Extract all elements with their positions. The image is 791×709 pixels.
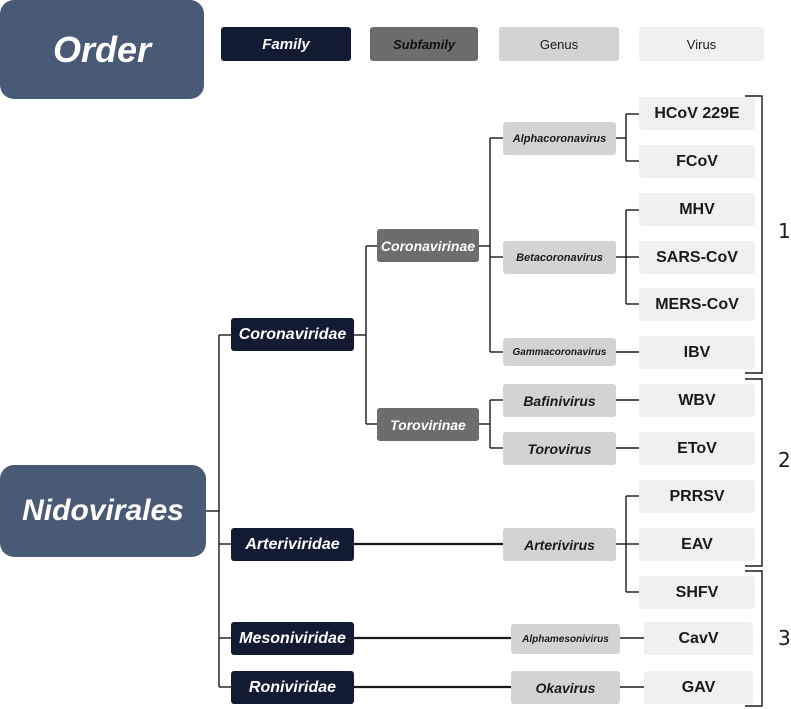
virus-node: EAV xyxy=(639,528,755,561)
virus-node: HCoV 229E xyxy=(639,97,755,130)
virus-node: MERS-CoV xyxy=(639,288,755,321)
order-node: Nidovirales xyxy=(0,465,206,557)
family-node: Arteriviridae xyxy=(231,528,354,561)
legend-virus: Virus xyxy=(639,27,764,61)
virus-node: PRRSV xyxy=(639,480,755,513)
genus-node: Okavirus xyxy=(511,671,620,704)
genus-node: Alphacoronavirus xyxy=(503,122,616,155)
family-node: Mesoniviridae xyxy=(231,622,354,655)
virus-node: MHV xyxy=(639,193,755,226)
group-label: 3 xyxy=(778,626,791,650)
virus-node: SARS-CoV xyxy=(639,241,755,274)
subfamily-node: Coronavirinae xyxy=(377,229,479,262)
genus-node: Bafinivirus xyxy=(503,384,616,417)
family-node: Roniviridae xyxy=(231,671,354,704)
subfamily-node: Torovirinae xyxy=(377,408,479,441)
genus-node: Alphamesonivirus xyxy=(511,624,620,654)
legend-genus: Genus xyxy=(499,27,619,61)
virus-node: GAV xyxy=(644,671,753,704)
family-node: Coronaviridae xyxy=(231,318,354,351)
group-label: 2 xyxy=(778,448,791,472)
genus-node: Torovirus xyxy=(503,432,616,465)
virus-node: SHFV xyxy=(639,576,755,609)
virus-node: CavV xyxy=(644,622,753,655)
group-label: 1 xyxy=(778,219,791,243)
virus-node: FCoV xyxy=(639,145,755,178)
legend-family: Family xyxy=(221,27,351,61)
virus-node: IBV xyxy=(639,336,755,369)
virus-node: WBV xyxy=(639,384,755,417)
genus-node: Gammacoronavirus xyxy=(503,338,616,366)
legend-order: Order xyxy=(0,0,204,99)
legend-subfamily: Subfamily xyxy=(370,27,478,61)
virus-node: EToV xyxy=(639,432,755,465)
genus-node: Arterivirus xyxy=(503,528,616,561)
genus-node: Betacoronavirus xyxy=(503,241,616,274)
